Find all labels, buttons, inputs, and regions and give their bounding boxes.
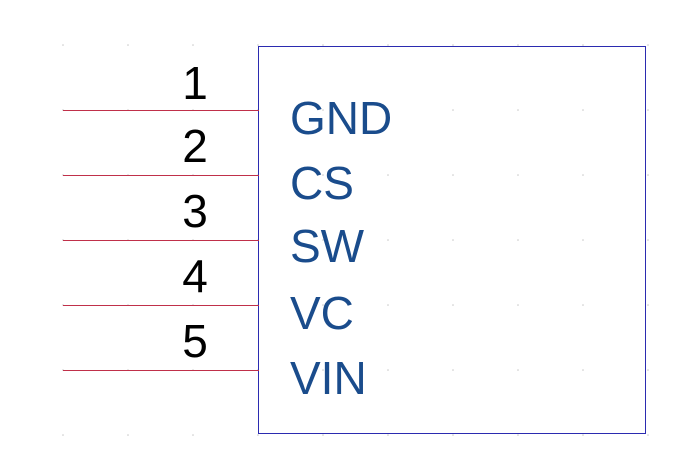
grid-dot bbox=[582, 44, 584, 46]
pin-name-sw: SW bbox=[290, 220, 365, 272]
grid-dot bbox=[192, 44, 194, 46]
grid-dot bbox=[517, 239, 519, 241]
grid-dot bbox=[127, 434, 129, 436]
grid-dot bbox=[452, 174, 454, 176]
grid-dot bbox=[582, 434, 584, 436]
grid-dot bbox=[582, 369, 584, 371]
grid-dot bbox=[582, 239, 584, 241]
pin-line-5[interactable] bbox=[63, 370, 259, 371]
grid-dot bbox=[322, 109, 324, 111]
pin-line-3[interactable] bbox=[63, 240, 259, 241]
grid-dot bbox=[257, 434, 259, 436]
pin-number-5: 5 bbox=[182, 315, 208, 367]
pin-name-gnd: GND bbox=[290, 92, 393, 144]
grid-dot bbox=[322, 369, 324, 371]
grid-dot bbox=[647, 44, 649, 46]
grid-dot bbox=[387, 304, 389, 306]
grid-dot bbox=[387, 44, 389, 46]
grid-dot bbox=[452, 239, 454, 241]
grid-dot bbox=[517, 369, 519, 371]
pin-number-2: 2 bbox=[182, 120, 208, 172]
grid-dot bbox=[127, 44, 129, 46]
pin-name-cs: CS bbox=[290, 157, 354, 209]
grid-dot bbox=[322, 434, 324, 436]
grid-dot bbox=[322, 239, 324, 241]
grid-dot bbox=[582, 304, 584, 306]
grid-dot bbox=[517, 109, 519, 111]
grid-dot bbox=[62, 44, 64, 46]
grid-dot bbox=[452, 369, 454, 371]
grid-dot bbox=[387, 369, 389, 371]
grid-dot bbox=[387, 174, 389, 176]
grid-dot bbox=[582, 174, 584, 176]
grid-dot bbox=[257, 44, 259, 46]
pin-number-1: 1 bbox=[182, 57, 208, 109]
pin-line-2[interactable] bbox=[63, 175, 259, 176]
grid-dot bbox=[387, 109, 389, 111]
grid-dot bbox=[647, 174, 649, 176]
grid-dot bbox=[62, 434, 64, 436]
grid-dot bbox=[452, 44, 454, 46]
grid-dot bbox=[322, 44, 324, 46]
grid-dot bbox=[322, 304, 324, 306]
pin-line-1[interactable] bbox=[63, 110, 259, 111]
grid-dot bbox=[192, 434, 194, 436]
grid-dot bbox=[452, 304, 454, 306]
pin-number-3: 3 bbox=[182, 185, 208, 237]
grid-dot bbox=[517, 44, 519, 46]
grid-dot bbox=[647, 434, 649, 436]
pin-name-vc: VC bbox=[290, 287, 354, 339]
grid-dot bbox=[647, 304, 649, 306]
grid-dot bbox=[322, 174, 324, 176]
pin-line-4[interactable] bbox=[63, 305, 259, 306]
grid-dot bbox=[517, 434, 519, 436]
grid-dot bbox=[517, 174, 519, 176]
pin-name-vin: VIN bbox=[290, 352, 367, 404]
grid-dot bbox=[517, 304, 519, 306]
grid-dot bbox=[647, 369, 649, 371]
grid-dot bbox=[647, 239, 649, 241]
grid-dot bbox=[452, 434, 454, 436]
grid-dot bbox=[452, 109, 454, 111]
grid-dot bbox=[387, 239, 389, 241]
grid-dot bbox=[647, 109, 649, 111]
pin-number-4: 4 bbox=[182, 250, 208, 302]
grid-dot bbox=[582, 109, 584, 111]
grid-dot bbox=[387, 434, 389, 436]
